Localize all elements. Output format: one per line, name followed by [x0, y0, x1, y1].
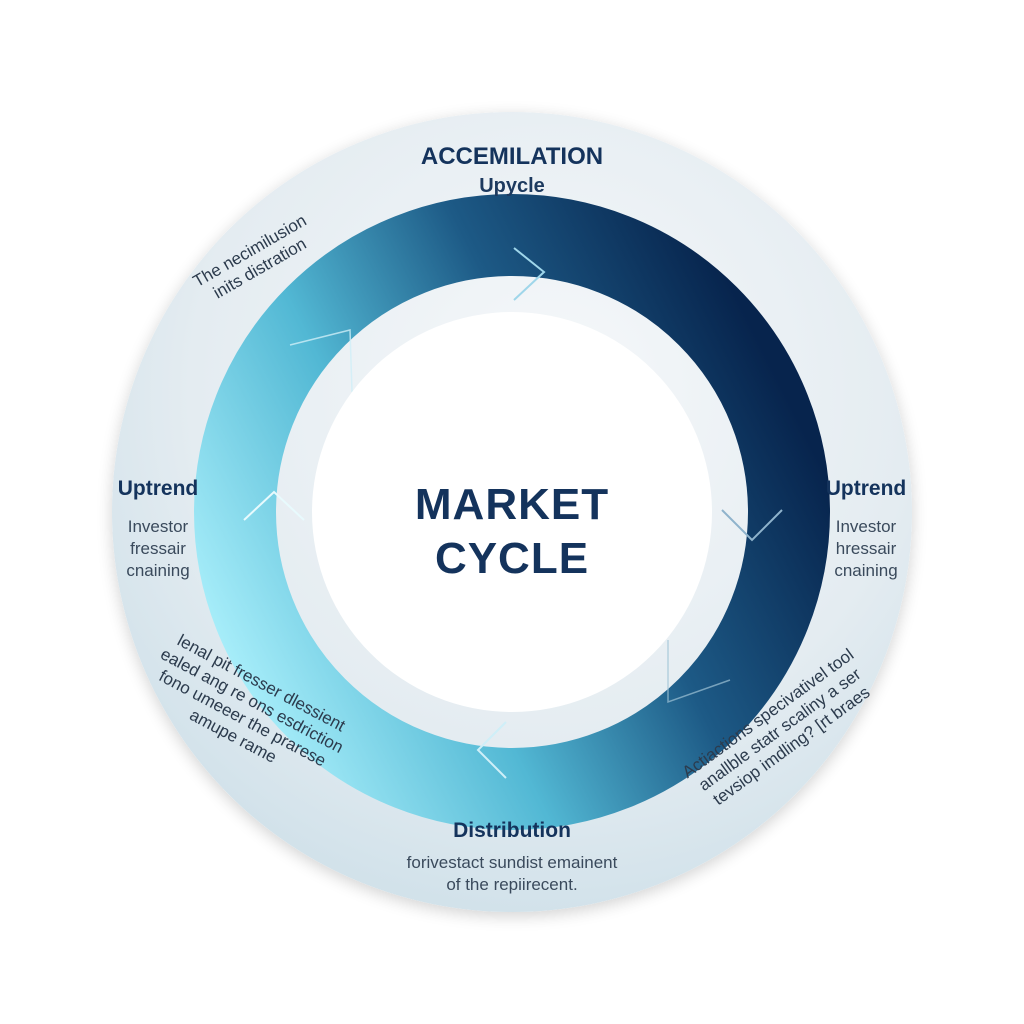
phase-bottom-desc-1: forivestact sundist emainent [406, 853, 618, 872]
phase-top: ACCEMILATION Upycle [362, 142, 662, 200]
phase-top-title: ACCEMILATION [420, 143, 604, 170]
center-disc [312, 312, 712, 712]
phase-bottom-title: Distribution [453, 819, 571, 842]
phase-bottom-desc-2: of the repiirecent. [446, 875, 578, 894]
center-title: MARKET CYCLE [362, 478, 662, 586]
phase-left-desc-3: cnaining [126, 561, 190, 580]
phase-bottom: Distribution forivestact sundist emainen… [352, 818, 672, 896]
chevron-down-icon [721, 509, 783, 542]
chevron-right-icon [513, 247, 546, 301]
phase-left-title: Uptrend [117, 477, 199, 500]
center-title-line1: MARKET [414, 480, 610, 529]
phase-top-subtitle: Upycle [479, 175, 545, 197]
phase-left: Uptrend Investor fressair cnaining [88, 476, 228, 582]
phase-right-desc-3: cnaining [834, 561, 898, 580]
center-title-line2: CYCLE [434, 534, 590, 583]
inner-ring [194, 194, 830, 830]
segment-seam-lower-right [667, 640, 731, 704]
phase-right-title: Uptrend [825, 477, 907, 500]
chevron-up-icon [243, 490, 305, 521]
phase-right-desc-1: Investor [835, 517, 897, 536]
phase-right-desc-2: hressair [835, 539, 897, 558]
phase-right: Uptrend Investor hressair cnaining [796, 476, 936, 582]
phase-left-desc-1: Investor [127, 517, 189, 536]
phase-left-desc-2: fressair [130, 539, 186, 558]
segment-seam-upper-left [289, 329, 353, 393]
chevron-left-icon [476, 721, 507, 779]
